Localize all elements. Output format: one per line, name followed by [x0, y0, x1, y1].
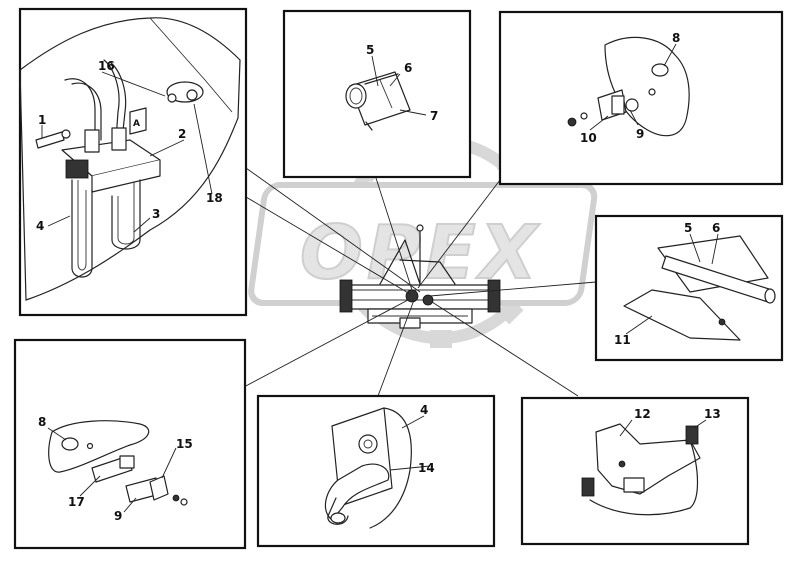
callout-4: 4: [420, 403, 428, 417]
panel-5-hole: [61, 437, 79, 451]
bolt-9: [625, 98, 639, 112]
panel-5-plate: [48, 420, 150, 473]
pipe-end: [345, 83, 367, 109]
callout-8: 8: [38, 415, 46, 429]
panel-4: 5 6 11: [594, 214, 784, 362]
machine-right-wheel: [487, 279, 501, 313]
callout-18: 18: [206, 191, 223, 205]
clamp-14: [324, 463, 390, 521]
watermark-brand: OPEX: [300, 210, 541, 296]
callout-8: 8: [672, 31, 680, 45]
callout-5: 5: [684, 221, 692, 235]
callout-10: 10: [580, 131, 597, 145]
connector-leaders: [231, 157, 597, 397]
connector-13: [685, 425, 699, 445]
callout-15: 15: [176, 437, 193, 451]
panel-4-rail: [657, 235, 769, 293]
callout-16: 16: [98, 59, 115, 73]
panel-2: 5 6 7: [282, 9, 472, 179]
callout-12: 12: [634, 407, 651, 421]
machine-beam: [349, 284, 491, 310]
callout-11: 11: [614, 333, 631, 347]
clamp-shell: [349, 71, 411, 126]
callout-14: 14: [418, 461, 435, 475]
panel-1: 1 16 2 18 4 3 A: [18, 7, 248, 317]
panel-7: 12 13: [520, 396, 750, 546]
callout-a: A: [133, 119, 140, 129]
bracket-12: [595, 423, 701, 495]
callout-1: 1: [38, 113, 46, 127]
panel-5: 8 15 17 9: [13, 338, 247, 550]
callout-6: 6: [712, 221, 720, 235]
panel-4-shield: [623, 289, 741, 341]
mount-hole: [651, 63, 669, 77]
callout-5: 5: [366, 43, 374, 57]
callout-6: 6: [404, 61, 412, 75]
watermark: OPEX: [248, 132, 598, 348]
panel-6: 4 14: [256, 394, 496, 548]
wire-loop: [589, 439, 699, 516]
callout-9: 9: [114, 509, 122, 523]
clip-15: [149, 475, 169, 501]
u-tube-left: [71, 179, 93, 278]
callout-2: 2: [178, 127, 186, 141]
center-machine: [339, 224, 501, 329]
bolt-1: [35, 131, 65, 149]
callout-3: 3: [152, 207, 160, 221]
bracket-a: [129, 107, 147, 135]
callout-7: 7: [430, 109, 438, 123]
u-tube-right: [111, 179, 141, 250]
hex-nut: [358, 434, 378, 454]
connector-left: [581, 477, 595, 497]
callout-4: 4: [36, 219, 44, 233]
callout-9: 9: [636, 127, 644, 141]
callout-17: 17: [68, 495, 85, 509]
panel-1-body-outline: [19, 17, 241, 301]
machine-left-wheel: [339, 279, 353, 313]
callout-13: 13: [704, 407, 721, 421]
panel-3: 8 10 9: [498, 10, 784, 186]
nut-16: [167, 93, 177, 103]
hose-4: [327, 497, 349, 525]
nut-18: [186, 89, 198, 101]
